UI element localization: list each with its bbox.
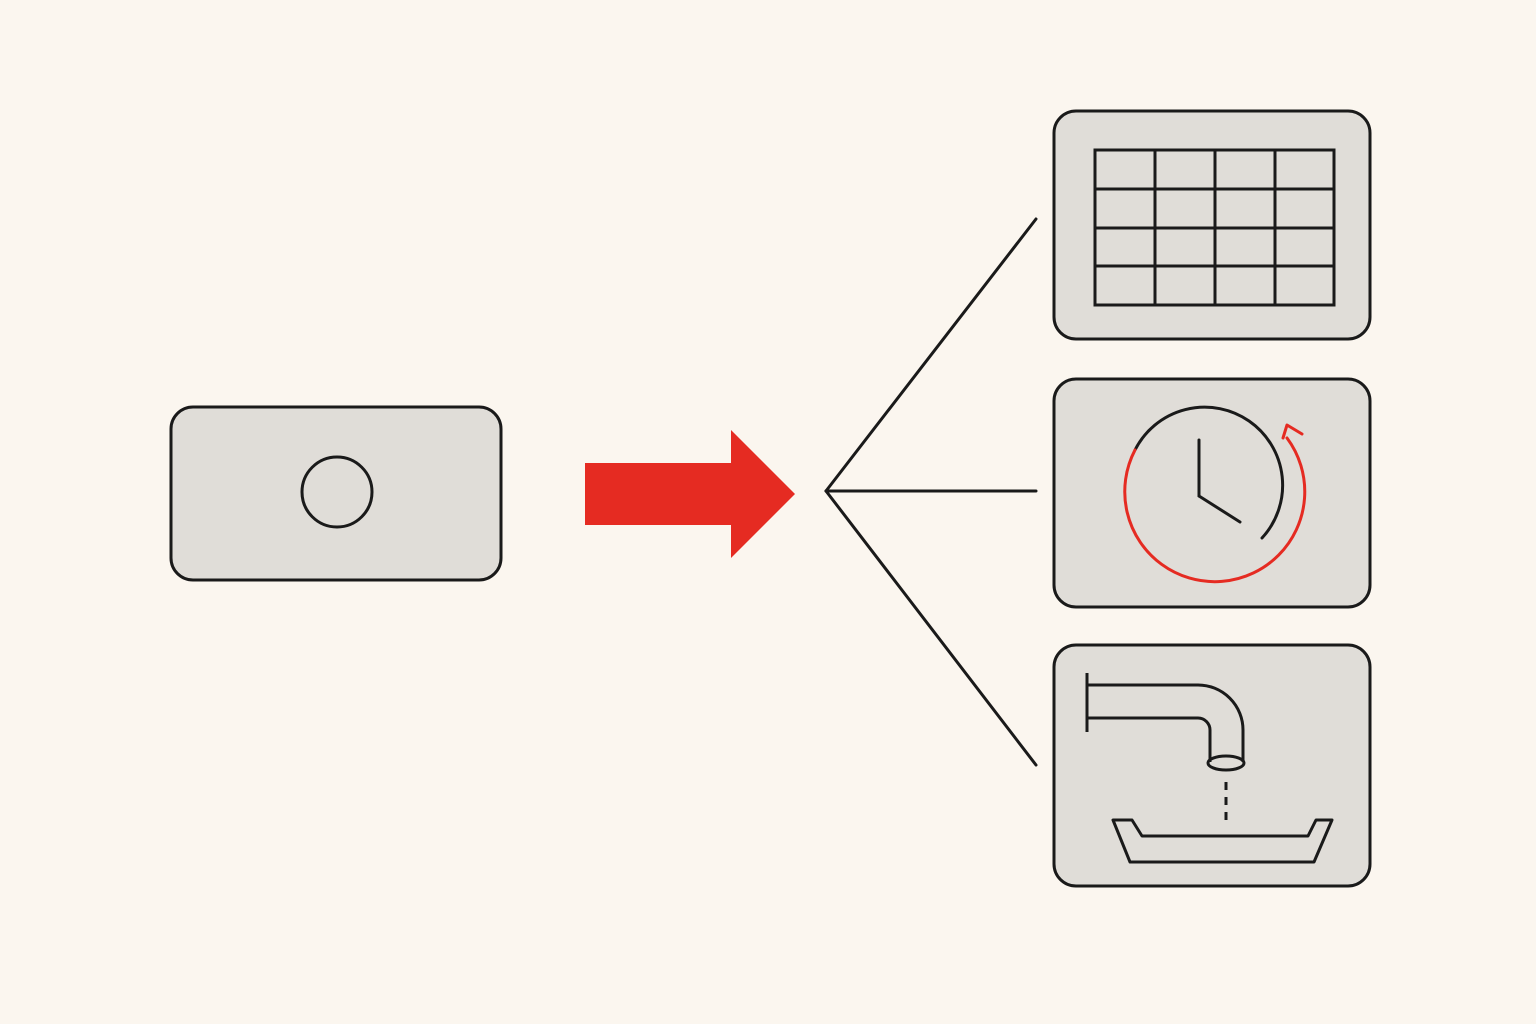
- basin: [1111, 818, 1334, 864]
- clock-face: [1133, 405, 1285, 540]
- faucet-basin-icon: [1085, 673, 1334, 864]
- branch-connector: [824, 217, 1038, 767]
- clock-panel: [1052, 377, 1372, 609]
- grid-panel: [1052, 109, 1372, 341]
- circle-icon: [300, 455, 374, 529]
- clock-minute-hand: [1197, 494, 1242, 524]
- faucet-nozzle: [1206, 754, 1246, 772]
- clock-panel-frame: [1052, 377, 1372, 609]
- cycle-arc: [1123, 436, 1307, 584]
- red-arrow-icon: [585, 430, 795, 558]
- branch-line-bottom: [824, 489, 1038, 767]
- grid-panel-frame: [1052, 109, 1372, 341]
- branch-line-top: [824, 217, 1038, 493]
- faucet-panel: [1052, 643, 1372, 888]
- faucet-panel-frame: [1052, 643, 1372, 888]
- cycle-arrowhead-icon: [1281, 423, 1304, 440]
- clock-cycle-icon: [1123, 405, 1307, 584]
- grid-icon: [1093, 148, 1336, 307]
- faucet-spout: [1087, 683, 1245, 762]
- source-panel: [169, 405, 503, 582]
- source-panel-frame: [169, 405, 503, 582]
